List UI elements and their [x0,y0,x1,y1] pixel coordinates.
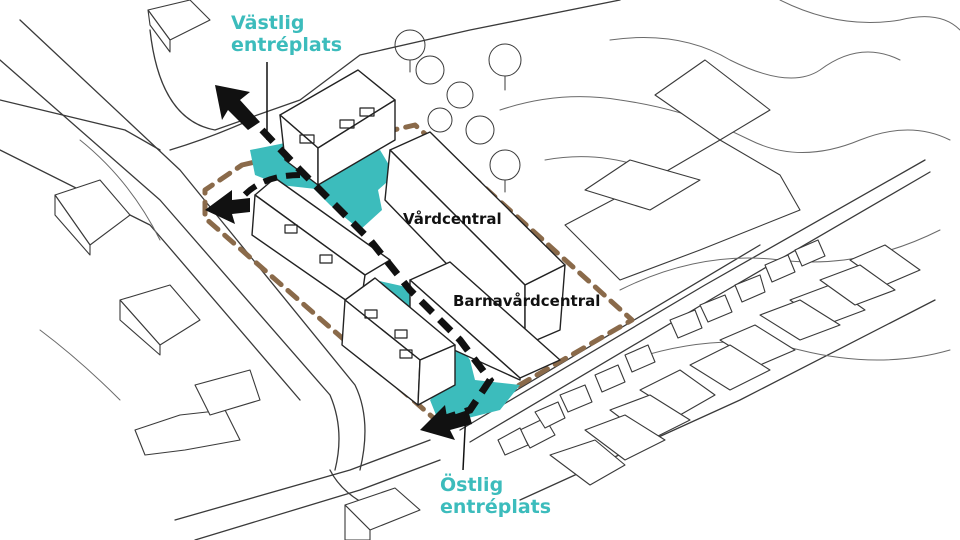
building-windows [284,107,413,359]
project-buildings [251,69,566,406]
east-entrance-line1: Östlig [440,474,504,496]
arrow-northwest [215,85,260,130]
east-entrance-line2: entréplats [440,496,552,518]
west-entrance-line2: entréplats [231,34,343,56]
east-leader-line [462,409,467,471]
pedestrian-path [259,127,495,424]
west-branch-path [237,172,301,202]
west-entrance-label: Västlig entréplats [231,12,342,56]
barnavardcentral-label: Barnavårdcentral [453,292,601,310]
east-entrance-label: Östlig entréplats [440,474,551,518]
arrow-southwest [420,405,472,440]
arrow-west [205,190,250,224]
west-entrance-line1: Västlig [231,12,305,34]
context-buildings [54,0,921,540]
trees [394,29,522,193]
vardcentral-label: Vårdcentral [403,210,502,228]
